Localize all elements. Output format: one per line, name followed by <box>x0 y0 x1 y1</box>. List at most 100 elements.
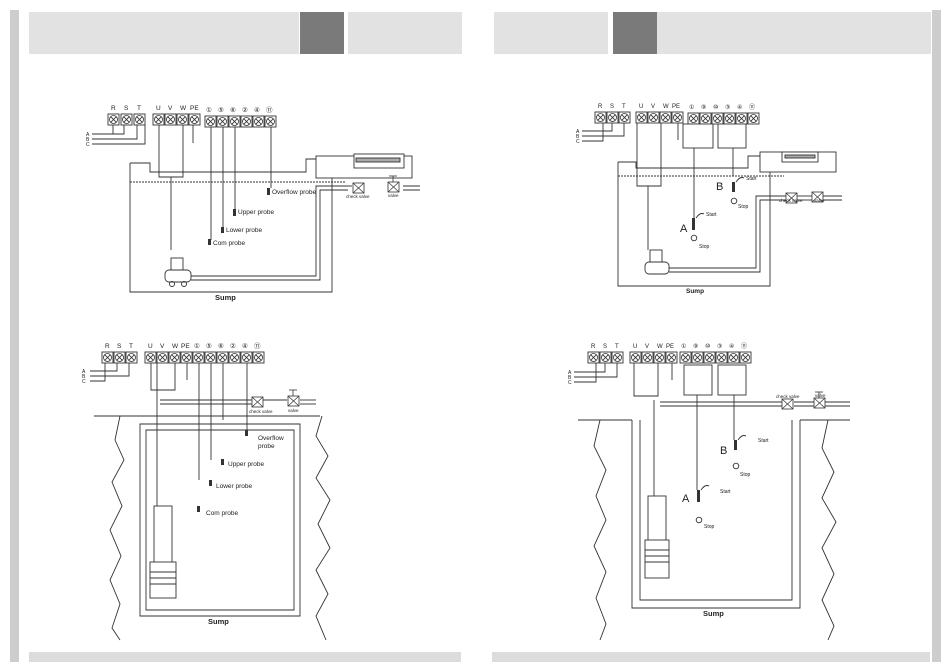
label-s: S <box>124 105 129 112</box>
motor-terminals-3 <box>635 111 684 124</box>
diagram-top-left <box>92 113 420 293</box>
probe-labels-2: Overflow probe Upper probe Lower probe C… <box>206 435 284 517</box>
valve-4 <box>813 397 826 409</box>
check-valve-4 <box>781 398 794 410</box>
label-s-2: S <box>117 343 122 350</box>
probe-terminals <box>204 115 277 128</box>
stop-label-3a: Stop <box>699 244 710 250</box>
stop-label-4a: Stop <box>704 524 715 530</box>
label-probe-5: ④ <box>254 106 260 114</box>
float-b-label-4: B <box>720 445 727 457</box>
label-v-2: V <box>160 343 165 350</box>
label-t-2: T <box>129 343 133 350</box>
label-probe-2-5: ④ <box>242 342 248 350</box>
motor-terminals-4 <box>629 351 678 364</box>
lower-probe-label: Lower probe <box>226 227 263 234</box>
label-probe-4-6: ⑪ <box>741 342 747 350</box>
supply-terminals-2 <box>101 351 138 364</box>
float-a-label-3: A <box>680 223 688 235</box>
label-probe-4-4: ③ <box>717 343 722 350</box>
start-label-3b: Start <box>746 176 757 182</box>
overflow-probe-label-2a: Overflow <box>258 435 284 442</box>
label-v: V <box>168 105 173 112</box>
valve-label-3: valve <box>814 198 825 203</box>
label-probe-3-4: ③ <box>725 104 730 111</box>
label-t-3: T <box>622 104 626 110</box>
label-probe-4-1: ① <box>681 343 686 350</box>
label-r-3: R <box>598 104 603 110</box>
overflow-probe-label-2b: probe <box>258 443 275 450</box>
label-probe-2: ⑤ <box>218 106 224 114</box>
label-probe-2-3: ⑥ <box>218 342 224 350</box>
label-u: U <box>156 105 161 112</box>
phase-c-4: C <box>568 380 572 386</box>
footer-bar-left <box>29 652 461 662</box>
label-probe-3: ⑥ <box>230 106 236 114</box>
label-probe-4-5: ④ <box>729 343 734 350</box>
label-w-3: W <box>663 104 669 110</box>
header-bar-left-a <box>29 12 299 54</box>
probe-labels-1: Overflow probe Upper probe Lower probe C… <box>213 189 316 247</box>
label-w: W <box>180 105 187 112</box>
sump-label-1: Sump <box>215 293 236 302</box>
check-valve-1 <box>352 182 365 194</box>
footer-bar-right <box>492 652 930 662</box>
label-w-2: W <box>172 343 179 350</box>
diagram-bottom-right <box>574 351 850 641</box>
float-markers-4 <box>697 440 737 502</box>
float-labels-3: B Start Stop A Start Stop <box>680 176 757 250</box>
label-pe-3: PE <box>672 104 680 110</box>
phase-labels-2: A B C <box>82 369 86 385</box>
check-valve-2 <box>251 396 264 408</box>
label-probe-3-2: ⑨ <box>701 104 706 111</box>
terminal-labels-2: R S T U V W PE ① ⑤ ⑥ ② ④ ⑪ <box>105 342 261 350</box>
label-probe-4: ② <box>242 106 248 114</box>
phase-labels-1: A B C <box>86 132 90 148</box>
phase-b: B <box>86 137 90 143</box>
label-pe-2: PE <box>181 343 190 350</box>
label-probe-4-3: ⑩ <box>705 343 710 350</box>
valve-label-2: valve <box>288 408 299 413</box>
phase-a-3: A <box>576 129 580 135</box>
label-u-3: U <box>639 104 643 110</box>
label-probe-3-6: ⑪ <box>749 103 755 111</box>
probe-markers-2 <box>197 430 248 512</box>
label-r-2: R <box>105 343 110 350</box>
label-s-3: S <box>610 104 614 110</box>
header-bar-left-b <box>348 12 462 54</box>
valve-1 <box>387 181 400 193</box>
float-labels-4: B Start Stop A Start Stop <box>682 438 769 530</box>
label-u-2: U <box>148 343 153 350</box>
supply-terminals <box>107 113 146 126</box>
label-pe-4: PE <box>666 344 674 350</box>
phase-c-2: C <box>82 379 86 385</box>
lower-probe-label-2: Lower probe <box>216 483 253 490</box>
upper-probe-label: Upper probe <box>238 209 275 216</box>
label-r-4: R <box>591 344 596 350</box>
terminal-labels-3: R S T U V W PE ① ⑨ ⑩ ③ ④ ⑪ <box>598 103 755 111</box>
valve-label-1: valve <box>388 193 399 198</box>
label-probe-3-1: ① <box>689 104 694 111</box>
header-bar-right-a <box>494 12 608 54</box>
valve-label-4: valve <box>815 393 826 398</box>
label-r: R <box>111 105 116 112</box>
diagram-bottom-left <box>90 351 331 641</box>
start-label-4b: Start <box>758 438 769 444</box>
check-valve-label-2: check valve <box>249 409 273 414</box>
overflow-probe-label: Overflow probe <box>272 189 316 196</box>
header-bar-right-b <box>657 12 931 54</box>
supply-terminals-3 <box>594 111 631 124</box>
supply-terminals-4 <box>587 351 624 364</box>
label-probe-3-3: ⑩ <box>713 104 718 111</box>
label-probe-1: ① <box>206 106 212 114</box>
label-probe-2-6: ⑪ <box>254 342 261 350</box>
com-probe-label-2: Com probe <box>206 510 239 517</box>
phase-b-2: B <box>82 374 86 380</box>
check-valve-label-4: check valve <box>776 394 800 399</box>
phase-c-3: C <box>576 139 580 145</box>
sump-label-3: Sump <box>686 288 704 295</box>
motor-terminals-2 <box>144 351 193 364</box>
start-label-4a: Start <box>720 489 731 495</box>
left-side-bar <box>10 10 19 662</box>
